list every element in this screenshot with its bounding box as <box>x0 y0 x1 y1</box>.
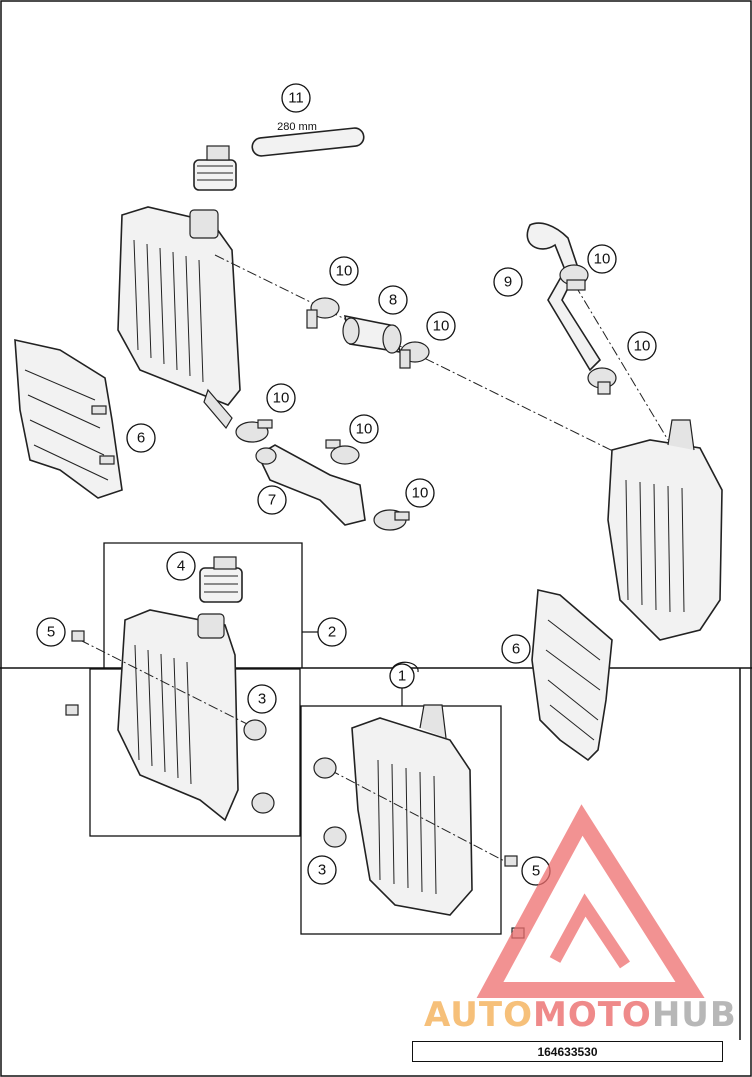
callout-10-b: 10 <box>426 311 456 341</box>
hose-clamp-10f <box>325 439 360 465</box>
assembly-axis-right <box>574 284 669 441</box>
bolt-5a <box>71 630 85 642</box>
svg-text:9: 9 <box>504 274 512 291</box>
hose-clamp-10b <box>399 341 430 369</box>
radiator-assembly-left <box>117 609 239 822</box>
hose-clamp-10g <box>373 509 410 531</box>
hose-clamp-10a <box>306 297 340 329</box>
svg-text:7: 7 <box>268 492 276 509</box>
hose-length-label: 280 mm <box>277 121 317 133</box>
callout-11: 11 <box>281 83 311 113</box>
grommet-3b <box>251 792 275 814</box>
svg-text:1: 1 <box>398 668 406 685</box>
radiator-left <box>117 206 241 430</box>
svg-text:2: 2 <box>328 624 336 641</box>
assembly-box-2-frame <box>103 542 303 668</box>
callout-1: 1 <box>389 663 415 689</box>
filler-cap-top <box>193 145 237 191</box>
radiator-guard-left <box>14 338 123 499</box>
svg-text:8: 8 <box>389 292 397 309</box>
svg-text:6: 6 <box>512 641 520 658</box>
svg-text:10: 10 <box>594 251 611 268</box>
svg-text:11: 11 <box>288 90 304 107</box>
callout-7: 7 <box>257 485 287 515</box>
svg-text:5: 5 <box>47 624 55 641</box>
callout-3-left: 3 <box>247 684 277 714</box>
callout-10-d: 10 <box>627 331 657 361</box>
svg-text:6: 6 <box>137 430 145 447</box>
callout-3-right: 3 <box>307 855 337 885</box>
svg-text:10: 10 <box>273 390 290 407</box>
automotohub-logo <box>476 804 705 998</box>
bolt-5c <box>504 855 518 867</box>
callout-9: 9 <box>493 267 523 297</box>
svg-text:10: 10 <box>356 421 373 438</box>
callout-6-left: 6 <box>126 423 156 453</box>
radiator-assembly-right <box>351 704 473 916</box>
grommet-3d <box>323 826 347 848</box>
grommet-3c <box>313 757 337 779</box>
svg-text:10: 10 <box>336 263 353 280</box>
svg-text:3: 3 <box>258 691 266 708</box>
filler-cap-part-4 <box>199 556 243 603</box>
radiator-guard-right <box>531 589 613 762</box>
reference-number-box: 164633530 <box>412 1041 723 1062</box>
svg-text:10: 10 <box>634 338 651 355</box>
svg-text:5: 5 <box>532 863 540 880</box>
thermostat-part-8 <box>342 314 402 354</box>
watermark-text: AUTOMOTOHUB <box>424 995 737 1035</box>
reference-number: 164633530 <box>537 1044 598 1059</box>
svg-text:3: 3 <box>318 862 326 879</box>
callout-10-f: 10 <box>349 414 379 444</box>
axis-box2 <box>79 639 256 729</box>
svg-text:4: 4 <box>177 558 185 575</box>
svg-text:10: 10 <box>412 485 429 502</box>
hose-part-11 <box>251 127 365 157</box>
callout-10-a: 10 <box>329 256 359 286</box>
callout-10-g: 10 <box>405 478 435 508</box>
callout-2: 2 <box>317 617 347 647</box>
axis-box1 <box>329 769 513 866</box>
hose-clamp-10d <box>587 367 617 395</box>
hose-clamp-10e <box>235 419 273 443</box>
callout-10-e: 10 <box>266 383 296 413</box>
svg-text:10: 10 <box>433 318 450 335</box>
callout-6-right: 6 <box>501 634 531 664</box>
callout-10-c: 10 <box>587 244 617 274</box>
assembly-box-1-frame <box>300 705 502 935</box>
bolt-5b <box>65 704 79 716</box>
grommet-3a <box>243 719 267 741</box>
radiator-right <box>607 419 723 641</box>
hose-clamp-10c <box>559 264 589 291</box>
callout-4: 4 <box>166 551 196 581</box>
callout-5-left: 5 <box>36 617 66 647</box>
hose-part-7 <box>255 444 366 526</box>
hose-part-9 <box>526 222 602 372</box>
callout-8: 8 <box>378 285 408 315</box>
